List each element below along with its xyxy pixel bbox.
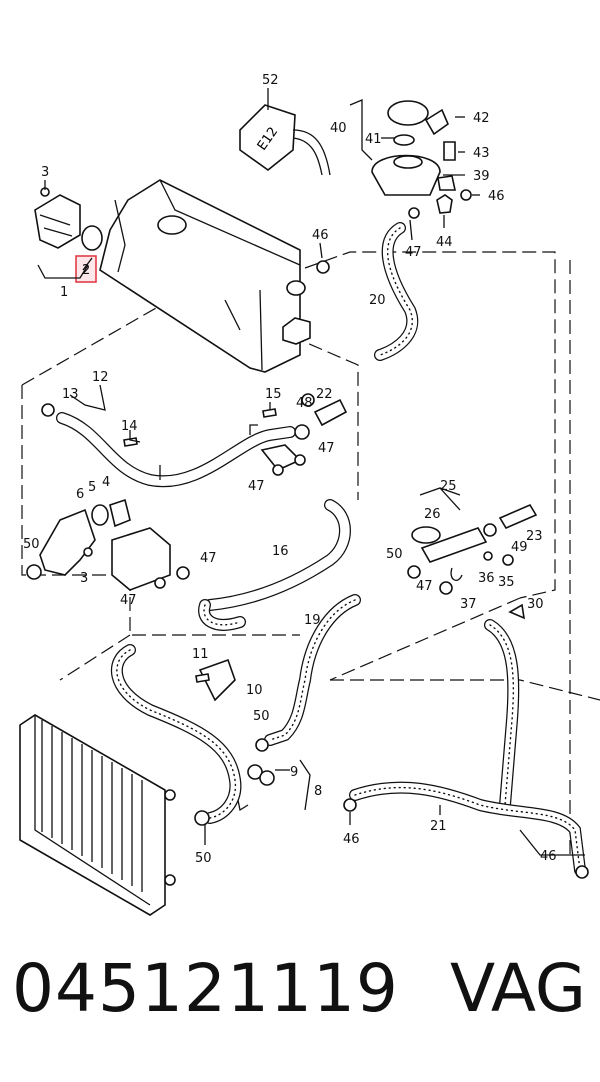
callout-36: 36 [478,571,495,586]
callout-10: 10 [246,683,263,698]
callout-30: 30 [527,597,544,612]
callout-1: 1 [60,285,68,300]
callout-35: 35 [498,575,515,590]
callout-50-lower: 50 [195,851,212,866]
hose-21 [349,619,586,876]
callout-20: 20 [369,293,386,308]
part-52-sender: E12 [239,104,331,176]
pipe-12 [41,403,296,488]
radiator [19,714,176,916]
callout-3: 3 [41,165,49,180]
callout-22: 22 [316,387,333,402]
callout-46-lower: 46 [343,832,360,847]
callout-50-left: 50 [23,537,40,552]
callout-14: 14 [121,419,138,434]
flange-6 [26,498,131,580]
callout-48: 48 [296,396,313,411]
callout-23: 23 [526,529,543,544]
callout-15: 15 [265,387,282,402]
callout-37: 37 [460,597,477,612]
callout-19: 19 [304,613,321,628]
callout-42: 42 [473,111,490,126]
leader-lines [37,88,585,856]
callout-9: 9 [290,765,298,780]
callout-47-flange: 47 [416,579,433,594]
callout-41: 41 [365,132,382,147]
callout-labels: 3 2 1 52 40 41 42 43 39 46 44 47 46 20 1… [23,73,557,866]
callout-7: 47 [120,593,137,608]
callout-4: 4 [102,475,110,490]
callout-8: 8 [314,784,322,799]
bracket-10 [198,658,236,702]
callout-44: 44 [436,235,453,250]
callout-50-mid: 50 [253,709,270,724]
callout-52: 52 [262,73,279,88]
callout-12: 12 [92,370,109,385]
flange-25 [407,503,538,620]
pipe-22 [313,398,348,427]
callout-46-right: 46 [540,849,557,864]
callout-2: 2 [82,263,90,278]
part-number: 045121119 [12,950,399,1027]
callout-5: 5 [88,480,96,495]
callout-13: 13 [62,387,79,402]
callout-21: 21 [430,819,447,834]
reservoir-small [111,527,171,591]
hose-16 [198,499,351,631]
callout-47-lower: 47 [248,479,265,494]
callout-43: 43 [473,146,490,161]
callout-3-lower: 3 [80,571,88,586]
callout-46-engine: 46 [312,228,329,243]
callout-47-tank: 47 [405,245,422,260]
callout-46-tank: 46 [488,189,505,204]
caption: 045121119 VAG [0,950,600,1050]
parts-diagram: E12 [19,73,600,916]
callout-26: 26 [424,507,441,522]
brand-name: VAG [449,950,586,1027]
thermostat-housing [34,187,103,251]
expansion-tank [371,100,472,219]
callout-40: 40 [330,121,347,136]
callout-11: 11 [192,647,209,662]
callout-39: 39 [473,169,490,184]
callout-6: 6 [76,487,84,502]
callout-50-flange: 50 [386,547,403,562]
engine-block [99,179,311,373]
callout-47-res: 47 [200,551,217,566]
callout-16: 16 [272,544,289,559]
callout-25: 25 [440,479,457,494]
callout-47-mid: 47 [318,441,335,456]
callout-49: 49 [511,540,528,555]
